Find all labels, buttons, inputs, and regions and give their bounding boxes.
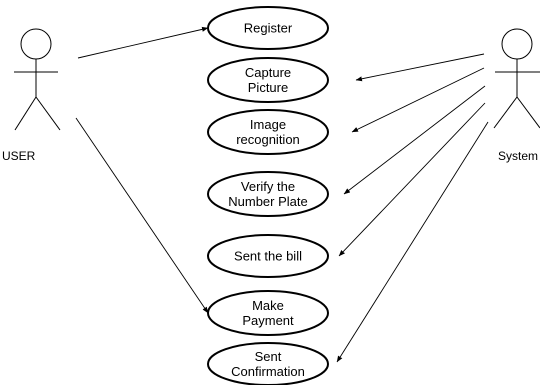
use-case-label: Sent	[255, 349, 282, 364]
association-system-to-sent-confirmation	[336, 121, 489, 363]
association-system-to-capture-picture	[355, 53, 485, 82]
use-case-ellipse	[207, 342, 329, 385]
association-lines	[75, 26, 489, 363]
use-cases: RegisterCapturePictureImagerecognitionVe…	[207, 6, 329, 385]
use-case-ellipse	[207, 234, 329, 278]
use-case-ellipse	[207, 290, 329, 336]
association-user-to-make-payment	[75, 117, 209, 314]
use-case-label: Confirmation	[231, 364, 305, 379]
system-actor-label: System	[498, 149, 538, 163]
use-case-ellipse	[207, 171, 329, 217]
use-case-ellipse	[207, 57, 329, 103]
association-user-to-register	[77, 26, 209, 59]
user-actor-icon	[14, 28, 61, 131]
use-case-register: Register	[207, 6, 329, 50]
use-case-label: Number Plate	[228, 194, 307, 209]
use-case-label: Verify the	[241, 179, 295, 194]
user-actor: USER	[2, 28, 61, 163]
user-actor-label: USER	[2, 149, 36, 163]
use-case-label: Make	[252, 298, 284, 313]
system-actor: System	[493, 28, 540, 163]
use-case-label: Capture	[245, 65, 291, 80]
use-case-label: Payment	[242, 313, 294, 328]
use-case-label: Register	[244, 21, 293, 36]
association-system-to-image-recognition	[351, 67, 485, 133]
use-case-label: Sent the bill	[234, 249, 302, 264]
use-case-label: Picture	[248, 80, 288, 95]
use-case-ellipse	[207, 109, 329, 155]
use-case-ellipse	[207, 6, 329, 50]
use-case-label: Image	[250, 117, 286, 132]
use-case-sent-bill: Sent the bill	[207, 234, 329, 278]
use-case-label: recognition	[236, 132, 300, 147]
association-system-to-sent-bill	[338, 102, 486, 257]
association-system-to-verify-number-plate	[343, 85, 486, 195]
system-actor-icon	[493, 28, 540, 129]
